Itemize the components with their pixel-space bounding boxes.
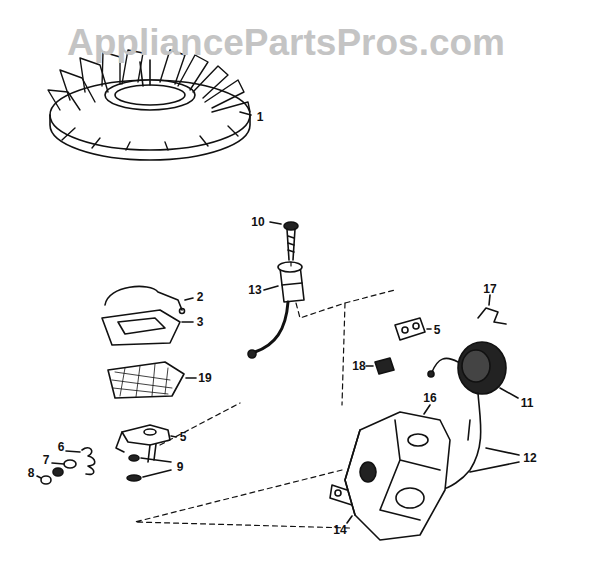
callout-number: 12 xyxy=(523,452,536,464)
callout-number: 14 xyxy=(333,524,346,536)
callout-number: 1 xyxy=(257,111,264,123)
callout-number: 9 xyxy=(177,461,184,473)
callout-number: 19 xyxy=(198,372,211,384)
callout-number: 5 xyxy=(180,431,187,443)
callout-number: 8 xyxy=(28,467,35,479)
callout-number: 17 xyxy=(483,283,496,295)
callout-number: 10 xyxy=(251,216,264,228)
callout-number: 7 xyxy=(43,454,50,466)
callout-number: 3 xyxy=(197,316,204,328)
callout-number: 2 xyxy=(197,291,204,303)
callout-number: 11 xyxy=(521,397,534,409)
callout-number: 5 xyxy=(434,324,441,336)
callout-number: 13 xyxy=(248,284,261,296)
callout-number: 18 xyxy=(352,360,365,372)
watermark: AppliancePartsPros.com xyxy=(67,24,505,61)
callout-number: 6 xyxy=(58,441,65,453)
callout-number: 16 xyxy=(423,392,436,404)
